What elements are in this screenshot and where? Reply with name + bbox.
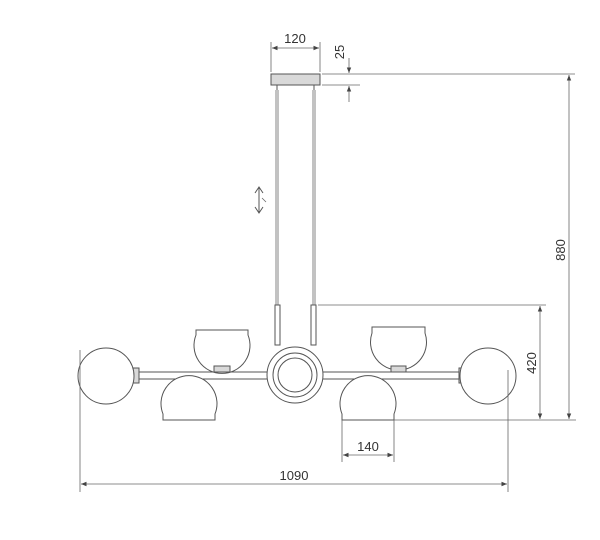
dimension-body-height: 420 — [318, 304, 546, 419]
up-down-arrow-icon — [254, 186, 267, 214]
shade-lower-right — [339, 375, 397, 421]
shade-far-left — [77, 347, 140, 405]
body-height-label: 420 — [524, 352, 539, 374]
shade-upper-left — [193, 329, 251, 374]
dimension-shade-width: 140 — [341, 420, 395, 462]
total-height-label: 880 — [553, 239, 568, 261]
dimension-canopy-height: 25 — [322, 45, 575, 102]
ceiling-canopy — [270, 73, 321, 90]
dimension-canopy-width: 120 — [270, 31, 321, 72]
shades — [77, 326, 517, 421]
suspension-cables — [275, 90, 316, 305]
canopy-width-label: 120 — [284, 31, 306, 46]
total-width-label: 1090 — [280, 468, 309, 483]
dimension-total-height: 880 — [394, 75, 576, 421]
canopy-height-label: 25 — [332, 45, 347, 59]
shade-width-label: 140 — [357, 439, 379, 454]
shade-lower-left — [160, 375, 218, 421]
shade-upper-right — [370, 326, 427, 373]
shade-far-right — [458, 347, 517, 405]
dimension-total-width: 1090 — [79, 350, 509, 492]
